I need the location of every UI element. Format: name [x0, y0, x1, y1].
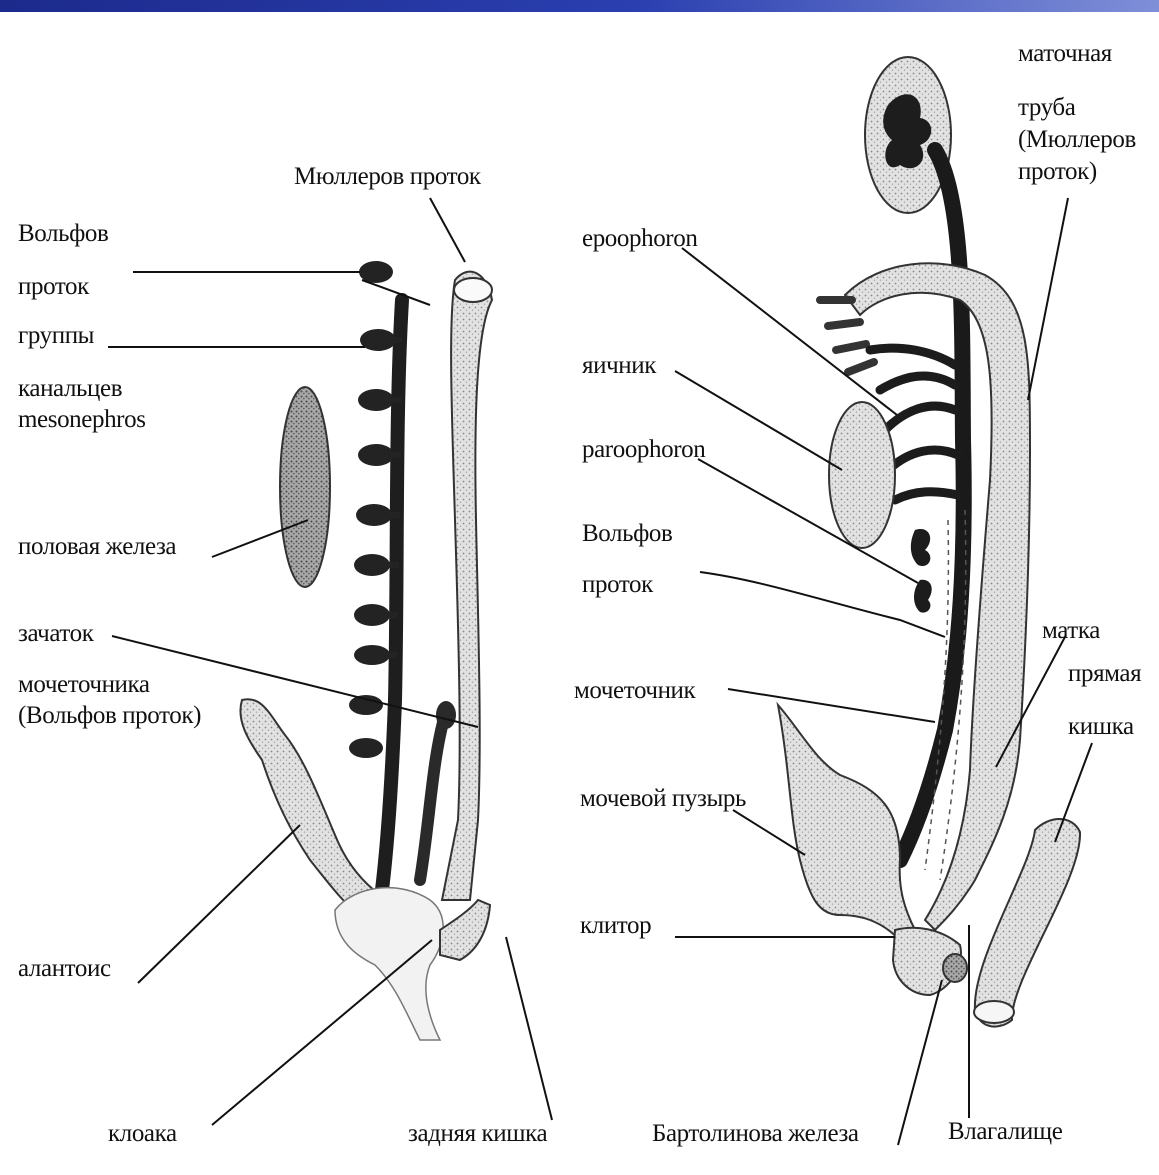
- label-mesonephros-tubules: группы канальцев mesonephros: [18, 322, 146, 433]
- label-rectum: прямая кишка: [1068, 660, 1141, 740]
- label-line: канальцев: [18, 375, 146, 402]
- label-ovary: яичник: [582, 352, 656, 379]
- label-line: Вольфов: [18, 220, 108, 247]
- label-line: зачаток: [18, 620, 201, 647]
- label-line: маточная: [1018, 40, 1136, 68]
- gartner-duct-shape: [900, 150, 964, 860]
- label-line: кишка: [1068, 713, 1141, 740]
- label-gonad: половая железа: [18, 533, 176, 560]
- label-cloaca: клоака: [108, 1120, 177, 1147]
- label-epoophoron: epoophoron: [582, 225, 697, 252]
- label-line: (Мюллеров: [1018, 126, 1136, 154]
- right-figure-female-stage: [675, 57, 1092, 1145]
- label-bartholin-gland: Бартолинова железа: [652, 1120, 859, 1147]
- paroophoron-shape: [911, 529, 932, 613]
- label-allantois: алантоис: [18, 955, 111, 982]
- label-bladder: мочевой пузырь: [580, 785, 746, 812]
- hindgut-shape: [440, 900, 490, 960]
- muller-duct-shape: [442, 272, 492, 900]
- label-line: проток: [18, 273, 108, 300]
- bladder-shape: [778, 705, 915, 940]
- label-uterus: матка: [1042, 617, 1100, 644]
- label-wolffian-duct-left: Вольфов проток: [18, 220, 108, 300]
- label-hindgut: задняя кишка: [408, 1120, 547, 1147]
- gonad-shape: [280, 387, 330, 587]
- ovary-shape: [829, 402, 895, 548]
- label-ureter: мочеточник: [574, 677, 695, 704]
- label-ureter-bud: зачаток мочеточника (Вольфов проток): [18, 620, 201, 729]
- allantois-shape: [240, 699, 380, 915]
- bartholin-gland-shape: [943, 954, 967, 982]
- label-paroophoron: paroophoron: [582, 436, 705, 463]
- wolffian-duct-shape: [382, 300, 402, 890]
- label-clitoris: клитор: [580, 912, 651, 939]
- label-muller-duct: Мюллеров проток: [294, 163, 481, 190]
- label-line: мочеточника: [18, 671, 201, 698]
- label-wolffian-duct-right: Вольфов проток: [582, 520, 672, 598]
- rectum-shape: [975, 819, 1080, 1027]
- cloaca-shape: [335, 888, 443, 1040]
- label-line: труба: [1018, 94, 1136, 122]
- label-line: проток: [582, 571, 672, 598]
- label-uterine-tube: маточная труба (Мюллеров проток): [1018, 40, 1136, 186]
- label-line: группы: [18, 322, 146, 349]
- label-line: mesonephros: [18, 406, 146, 433]
- label-line: (Вольфов проток): [18, 702, 201, 729]
- ureter-bud-shape: [420, 715, 445, 880]
- label-line: Вольфов: [582, 520, 672, 547]
- label-line: проток): [1018, 158, 1136, 186]
- label-line: прямая: [1068, 660, 1141, 687]
- label-vagina: Влагалище: [948, 1118, 1062, 1145]
